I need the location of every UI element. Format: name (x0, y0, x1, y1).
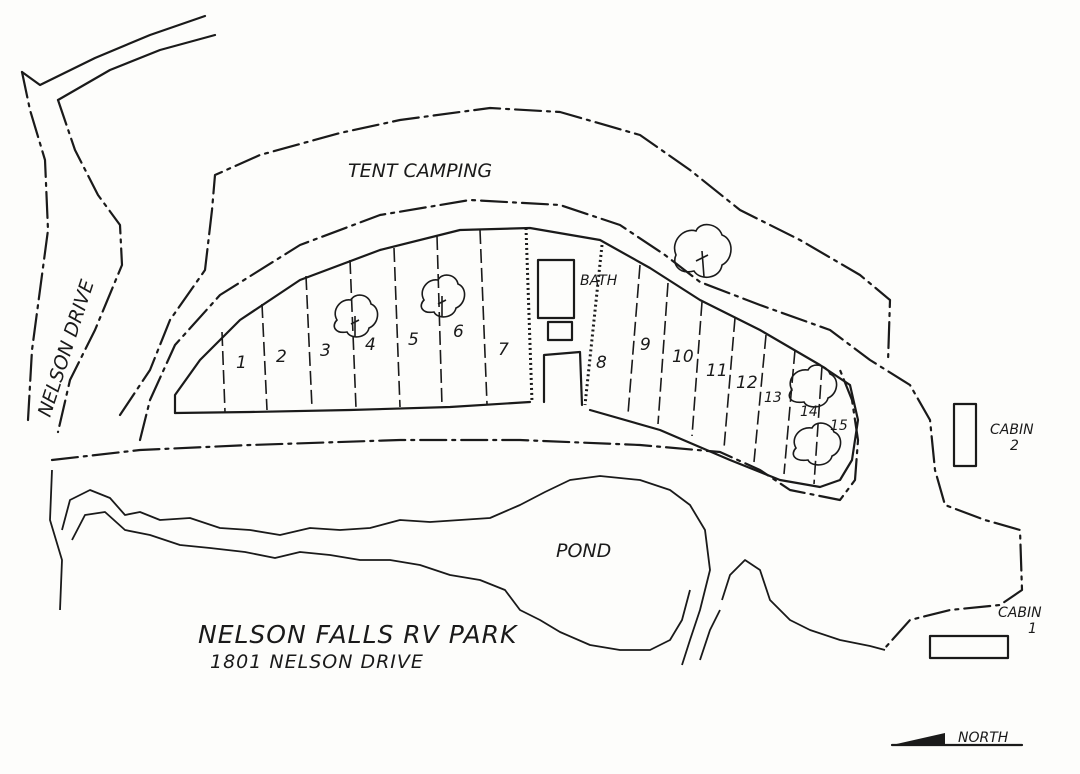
cabin-1-label: CABIN (998, 605, 1042, 621)
site-number: 4 (365, 335, 376, 355)
cabin-2-number: 2 (1010, 438, 1019, 454)
site-number: 6 (453, 322, 464, 342)
site-number: 13 (764, 390, 782, 406)
tree-icon (333, 294, 379, 338)
bath-house (524, 227, 604, 407)
cabin-1-number: 1 (1028, 621, 1037, 637)
site-number: 10 (672, 347, 694, 367)
tree-icon (788, 364, 838, 408)
site-number: 14 (800, 404, 818, 420)
pond-and-creek (49, 469, 886, 666)
nelson-drive-road (20, 14, 217, 434)
site-number: 11 (706, 361, 728, 381)
site-number: 3 (320, 341, 331, 361)
site-number: 12 (736, 373, 758, 393)
site-divider-lines (221, 229, 823, 485)
tree-icons (333, 223, 842, 466)
tree-icon (673, 223, 732, 278)
tent-camping-area (118, 106, 892, 417)
nelson-drive-label: NELSON DRIVE (34, 277, 99, 419)
site-number: 9 (640, 335, 651, 355)
site-number: 8 (596, 353, 607, 373)
north-label: NORTH (958, 730, 1009, 746)
site-number: 15 (830, 418, 848, 434)
tent-camping-label: TENT CAMPING (348, 160, 492, 182)
park-address: 1801 NELSON DRIVE (210, 651, 424, 673)
north-arrow-icon (890, 733, 1024, 747)
tree-icon (420, 274, 466, 318)
bath-label: BATH (580, 273, 618, 289)
site-number: 5 (408, 330, 419, 350)
park-title: NELSON FALLS RV PARK (198, 620, 519, 649)
site-number: 1 (236, 353, 247, 373)
site-number: 7 (498, 340, 509, 360)
site-numbers: 1 2 3 4 5 6 7 8 9 10 11 12 13 14 15 (236, 322, 848, 434)
tree-icon (792, 422, 842, 466)
cabin-1-icon (928, 634, 1010, 660)
site-number: 2 (276, 347, 287, 367)
cabin-2-label: CABIN (990, 422, 1034, 438)
pond-label: POND (556, 540, 611, 562)
cabin-2-icon (952, 402, 978, 468)
loop-road (50, 198, 1024, 650)
